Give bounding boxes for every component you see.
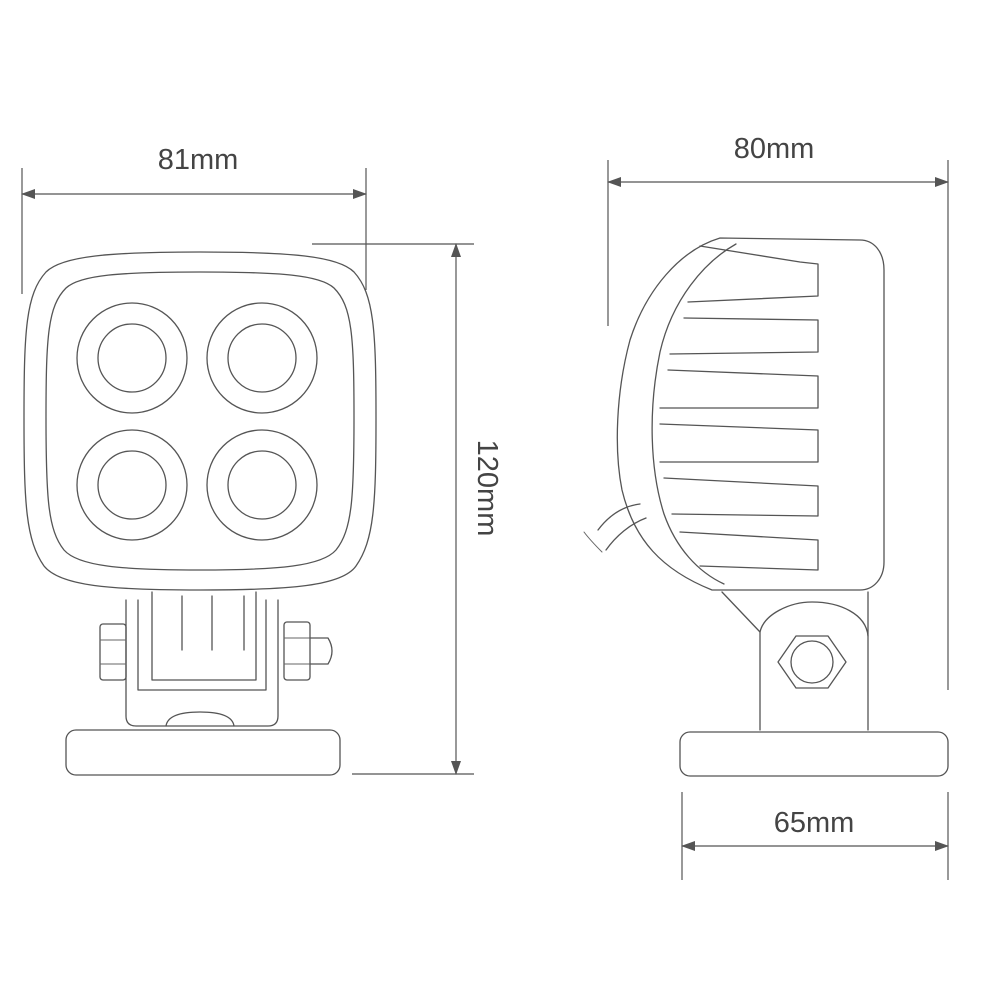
side-view <box>583 237 949 777</box>
side-base <box>679 731 949 777</box>
side-bolt <box>777 635 847 689</box>
dim-label-height: 120mm <box>471 440 503 537</box>
front-base <box>65 729 341 776</box>
side-cable <box>583 503 647 553</box>
dim-label-side-depth: 80mm <box>734 133 815 165</box>
dim-height: 120mm <box>312 243 503 775</box>
side-mount-post <box>759 601 869 637</box>
front-right-nut <box>283 621 333 681</box>
side-front-edge <box>651 243 737 585</box>
front-lens-frame <box>45 271 355 571</box>
led-lens-bottom-right <box>206 429 318 541</box>
dim-front-width: 81mm <box>21 144 367 294</box>
front-left-nut <box>99 623 127 681</box>
dim-label-base-depth: 65mm <box>774 807 855 839</box>
led-lens-top-left <box>76 302 188 414</box>
led-lens-bottom-left <box>76 429 188 541</box>
side-housing <box>616 237 885 591</box>
led-lens-top-right <box>206 302 318 414</box>
side-mount-arm <box>721 591 869 731</box>
dim-base-depth: 65mm <box>681 792 949 880</box>
front-housing-outer <box>23 251 377 591</box>
front-mount-bracket <box>125 591 279 727</box>
dim-label-front-width: 81mm <box>158 144 239 176</box>
cooling-fins <box>659 245 819 571</box>
dim-side-depth: 80mm <box>607 133 949 690</box>
front-view <box>23 251 377 776</box>
